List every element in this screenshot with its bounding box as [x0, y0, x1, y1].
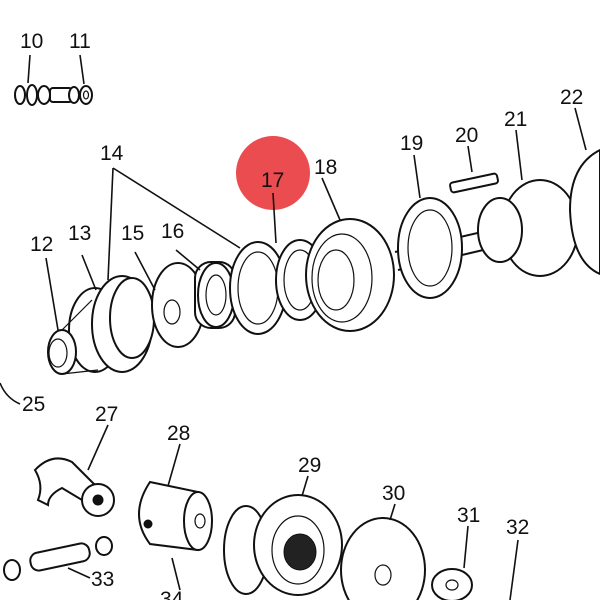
- callout-34: 34: [160, 588, 184, 600]
- part-16-needle-cage: [175, 249, 236, 329]
- highlight-marker: [236, 136, 310, 210]
- callout-30: 30: [382, 482, 405, 505]
- part-32-marker: [509, 539, 519, 600]
- part-27-lever: [33, 424, 115, 517]
- callout-17: 17: [261, 169, 284, 192]
- part-20-key: [449, 145, 499, 194]
- callout-labels: 10 11 12 13 14 15 16 17 18 19 20 21 22 2…: [20, 30, 583, 600]
- part-31-nut: [431, 525, 473, 600]
- part-33-pin: [3, 536, 113, 581]
- callout-12: 12: [30, 233, 53, 256]
- part-22-plate: [568, 107, 600, 276]
- callout-25: 25: [22, 393, 45, 416]
- callout-28: 28: [167, 422, 190, 445]
- callout-14: 14: [100, 142, 124, 165]
- part-18-roller-bearing: [305, 177, 395, 332]
- callout-15: 15: [121, 222, 144, 245]
- callout-31: 31: [457, 504, 480, 527]
- callout-33: 33: [91, 568, 114, 591]
- callout-16: 16: [161, 220, 184, 243]
- callout-27: 27: [95, 403, 118, 426]
- part-30-disc: [340, 503, 426, 600]
- callout-18: 18: [314, 156, 337, 179]
- part-19-seal: [397, 154, 463, 299]
- callout-22: 22: [560, 86, 583, 109]
- part-10-11-bolt-assembly: [14, 54, 93, 106]
- part-13-hub: [81, 254, 155, 373]
- callout-21: 21: [504, 108, 527, 131]
- callout-13: 13: [68, 222, 91, 245]
- callout-29: 29: [298, 454, 321, 477]
- callout-20: 20: [455, 124, 478, 147]
- part-21-flange-cup: [477, 129, 579, 277]
- part-29-housing: [223, 475, 343, 596]
- part-28-cylinder: [138, 443, 213, 552]
- part-34-marker: [171, 557, 181, 591]
- callout-32: 32: [506, 516, 529, 539]
- callout-11: 11: [69, 30, 91, 53]
- callout-10: 10: [20, 30, 43, 53]
- callout-19: 19: [400, 132, 423, 155]
- part-25-marker: [0, 382, 21, 405]
